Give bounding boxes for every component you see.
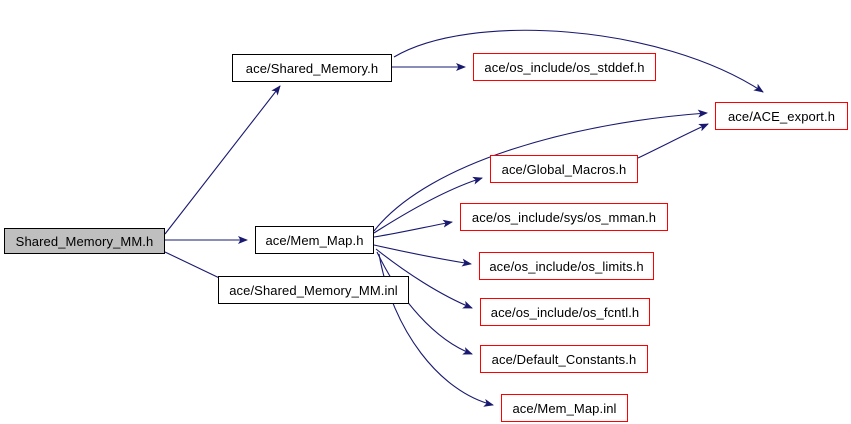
graph-node-ace_os_fcntl_h[interactable]: ace/os_include/os_fcntl.h bbox=[480, 298, 650, 326]
node-label: ace/os_include/os_limits.h bbox=[489, 258, 644, 274]
node-label: ace/os_include/os_stddef.h bbox=[484, 59, 645, 75]
edge-ace_mem_map_h-to-ace_os_mman_h bbox=[373, 219, 453, 238]
node-label: ace/Global_Macros.h bbox=[501, 161, 627, 177]
node-label: ace/Mem_Map.h bbox=[265, 232, 364, 248]
graph-node-ace_default_constants_h[interactable]: ace/Default_Constants.h bbox=[480, 345, 648, 373]
node-label: ace/Shared_Memory_MM.inl bbox=[229, 282, 398, 298]
graph-node-ace_mem_map_inl[interactable]: ace/Mem_Map.inl bbox=[501, 394, 628, 422]
graph-node-ace_ace_export_h[interactable]: ace/ACE_export.h bbox=[715, 102, 848, 130]
node-label: Shared_Memory_MM.h bbox=[15, 233, 154, 249]
node-label: ace/os_include/sys/os_mman.h bbox=[471, 209, 657, 225]
graph-node-ace_shared_memory_h[interactable]: ace/Shared_Memory.h bbox=[232, 54, 392, 82]
node-label: ace/os_include/os_fcntl.h bbox=[490, 304, 640, 320]
node-label: ace/Shared_Memory.h bbox=[245, 60, 379, 76]
graph-node-ace_mem_map_h[interactable]: ace/Mem_Map.h bbox=[255, 226, 374, 254]
graph-node-ace_os_mman_h[interactable]: ace/os_include/sys/os_mman.h bbox=[460, 203, 668, 231]
graph-node-ace_shared_memory_mm_inl[interactable]: ace/Shared_Memory_MM.inl bbox=[218, 276, 409, 304]
graph-node-ace_global_macros_h[interactable]: ace/Global_Macros.h bbox=[490, 155, 638, 183]
graph-node-ace_os_stddef_h[interactable]: ace/os_include/os_stddef.h bbox=[473, 53, 656, 81]
edge-ace_global_macros_h-to-ace_ace_export_h bbox=[637, 123, 709, 159]
edge-shared_memory_mm_h-to-ace_shared_memory_h bbox=[164, 85, 281, 235]
node-label: ace/Default_Constants.h bbox=[491, 351, 637, 367]
graph-node-shared_memory_mm_h[interactable]: Shared_Memory_MM.h bbox=[4, 228, 165, 254]
node-label: ace/Mem_Map.inl bbox=[512, 400, 617, 416]
node-label: ace/ACE_export.h bbox=[727, 108, 836, 124]
graph-node-ace_os_limits_h[interactable]: ace/os_include/os_limits.h bbox=[479, 252, 654, 280]
edge-ace_mem_map_h-to-ace_os_limits_h bbox=[373, 244, 472, 267]
